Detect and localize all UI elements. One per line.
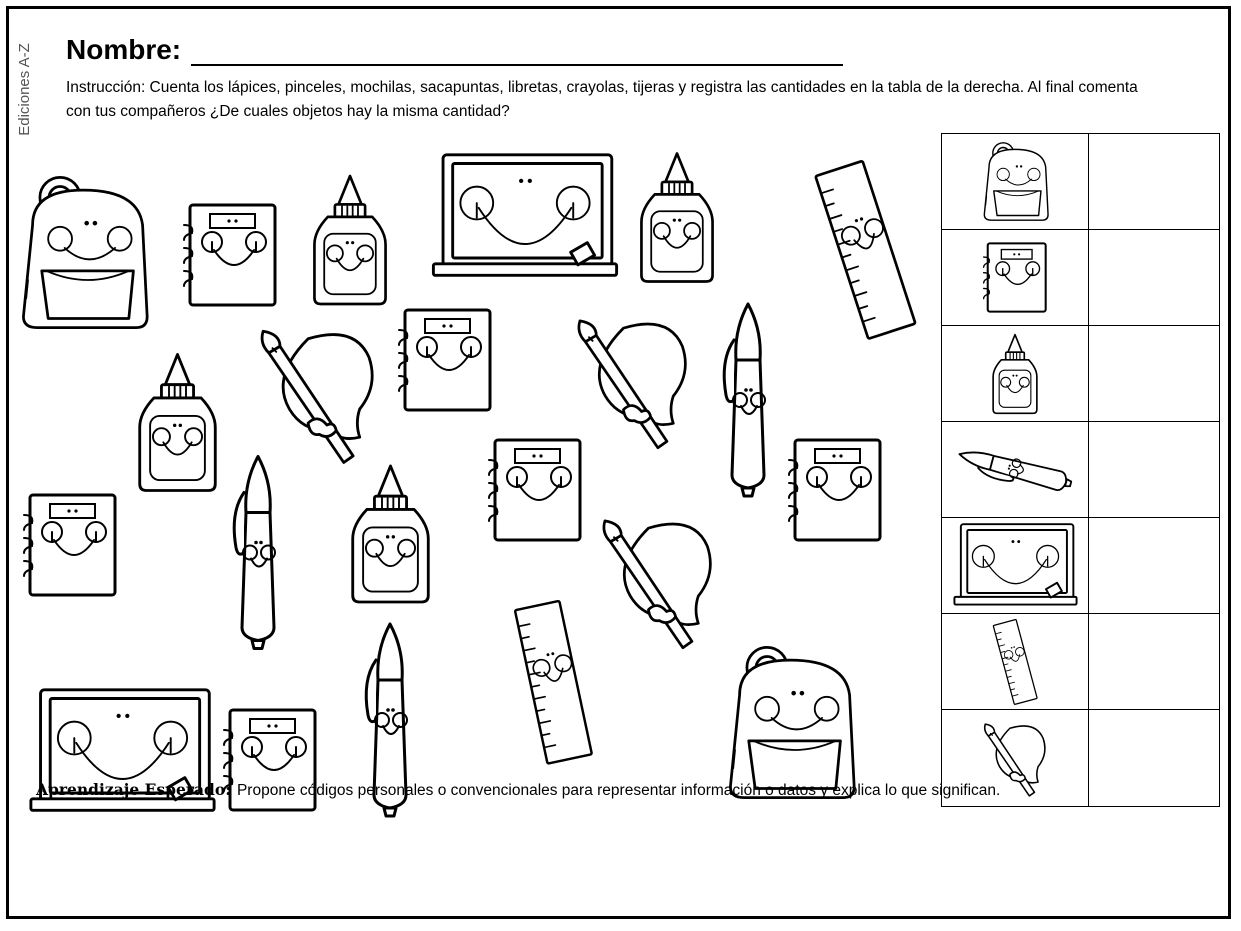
- table-row-icon-paintbrush: [942, 710, 1089, 806]
- count-cell-notebook[interactable]: [1089, 230, 1219, 326]
- paintbrush-icon: [260, 329, 374, 464]
- ruler-icon: [992, 618, 1039, 705]
- name-row: Nombre:: [66, 34, 844, 66]
- items-scene: [22, 152, 917, 818]
- table-row-icon-glue: [942, 326, 1089, 422]
- glue-icon: [992, 333, 1038, 415]
- glue-icon: [313, 174, 387, 306]
- ruler-icon: [813, 159, 917, 341]
- backpack-icon: [22, 175, 149, 330]
- learning-objective-label: Aprendizaje Esperado:: [36, 780, 231, 799]
- glue-icon: [639, 152, 715, 283]
- notebook-icon: [982, 242, 1047, 313]
- notebook-icon: [22, 493, 117, 597]
- name-label: Nombre:: [66, 34, 182, 65]
- learning-objective: Aprendizaje Esperado: Propone códigos per…: [36, 778, 1116, 803]
- tally-table: [941, 133, 1220, 807]
- table-row-icon-notebook: [942, 230, 1089, 326]
- notebook-icon: [487, 438, 582, 542]
- count-cell-chalkboard[interactable]: [1089, 518, 1219, 614]
- name-field[interactable]: [191, 34, 844, 66]
- count-cell-ruler[interactable]: [1089, 614, 1219, 710]
- notebook-icon: [787, 438, 882, 542]
- paintbrush-icon: [602, 519, 712, 650]
- marker-icon: [954, 443, 1075, 499]
- backpack-icon: [729, 645, 856, 800]
- ruler-icon: [513, 599, 594, 766]
- notebook-icon: [397, 308, 492, 412]
- worksheet-frame: [6, 6, 1231, 919]
- chalkboard-icon: [952, 522, 1078, 606]
- paintbrush-icon: [577, 319, 687, 450]
- table-row-icon-ruler: [942, 614, 1089, 710]
- backpack-icon: [983, 142, 1049, 221]
- count-cell-glue[interactable]: [1089, 326, 1219, 422]
- notebook-icon: [182, 203, 277, 307]
- table-row-icon-chalkboard: [942, 518, 1089, 614]
- glue-icon: [138, 353, 217, 492]
- table-row-icon-backpack: [942, 134, 1089, 230]
- count-cell-marker[interactable]: [1089, 422, 1219, 518]
- marker-icon: [722, 302, 767, 498]
- count-cell-backpack[interactable]: [1089, 134, 1219, 230]
- marker-icon: [232, 454, 277, 651]
- instruction-text: Instrucción: Cuenta los lápices, pincele…: [66, 79, 1138, 120]
- table-row-icon-marker: [942, 422, 1089, 518]
- learning-objective-text: Propone códigos personales o convenciona…: [236, 782, 1001, 799]
- chalkboard-icon: [431, 153, 619, 277]
- glue-icon: [351, 464, 430, 604]
